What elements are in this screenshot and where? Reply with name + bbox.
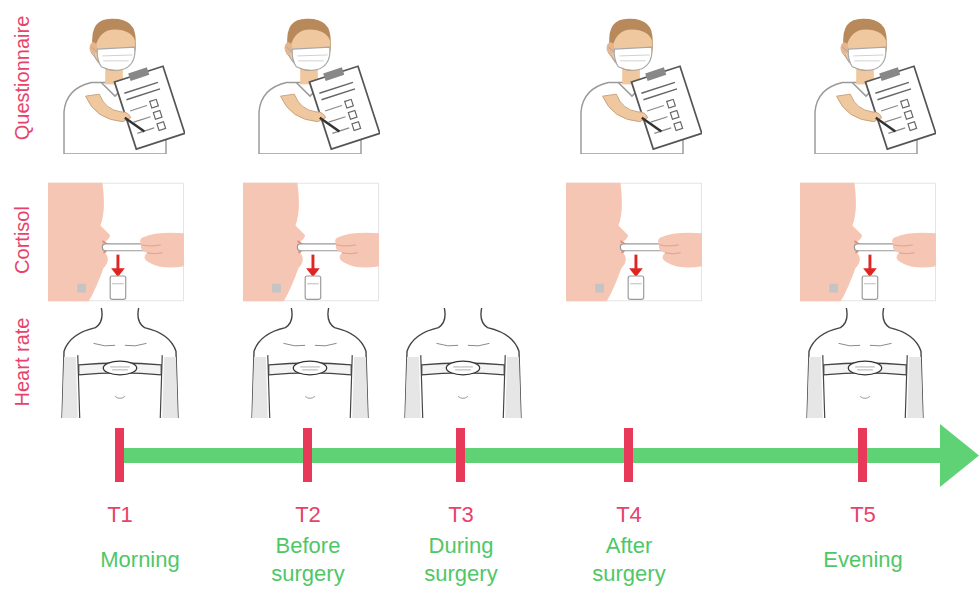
row-label: Cortisol	[8, 206, 36, 274]
time-point: T3	[448, 501, 474, 529]
time-point: T4	[616, 501, 642, 529]
row-label: Heart rate	[8, 318, 36, 407]
phase-label: Before surgery	[246, 532, 371, 588]
row-label: Questionnaire	[8, 16, 36, 141]
phase-label: Morning	[78, 546, 203, 574]
time-point: T2	[295, 501, 321, 529]
time-point: T5	[850, 501, 876, 529]
phase-label: After surgery	[567, 532, 692, 588]
time-point: T1	[107, 501, 133, 529]
phase-label: During surgery	[399, 532, 524, 588]
phase-label: Evening	[801, 546, 926, 574]
